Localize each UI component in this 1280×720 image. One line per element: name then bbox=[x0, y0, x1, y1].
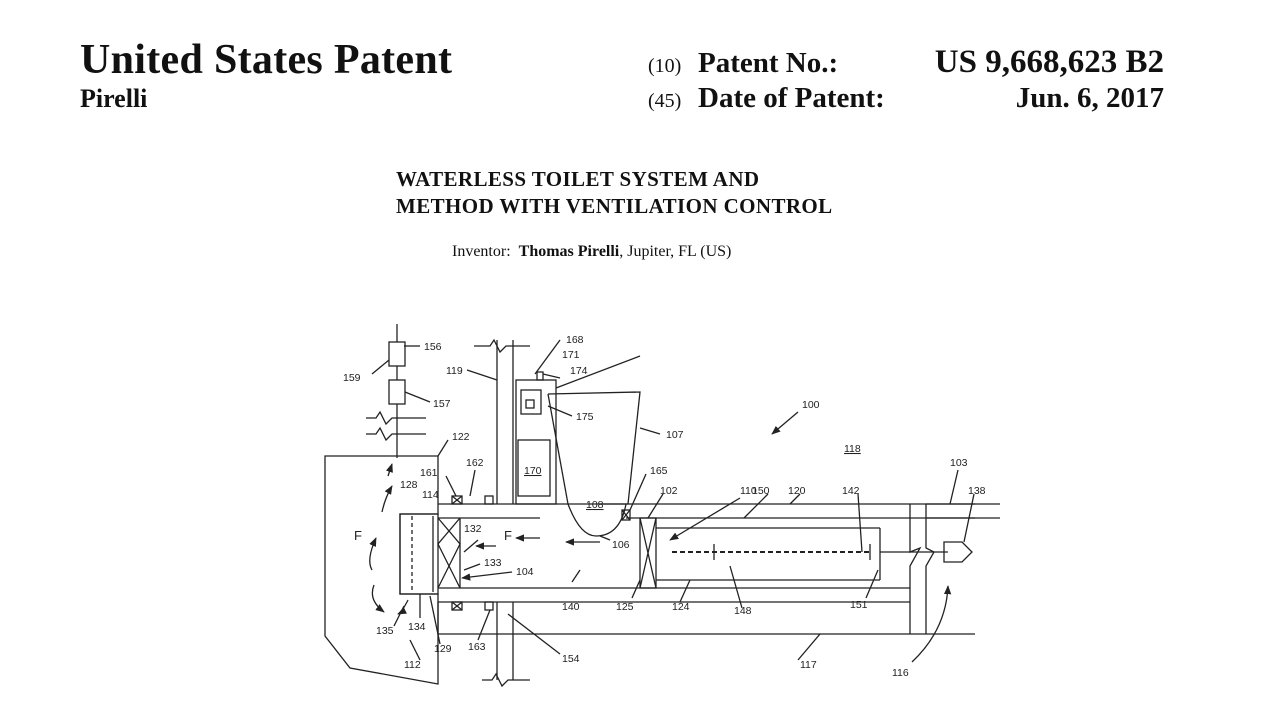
flow-label-f-tank: F bbox=[354, 528, 362, 543]
filter-159 bbox=[389, 342, 405, 366]
ref-128: 128 bbox=[400, 479, 418, 491]
ref-140: 140 bbox=[562, 601, 580, 613]
ref-112: 112 bbox=[404, 659, 421, 671]
inventor-line: Inventor: Thomas Pirelli, Jupiter, FL (US… bbox=[452, 243, 731, 261]
date-of-patent-row: (45) Date of Patent: Jun. 6, 2017 bbox=[648, 82, 1164, 118]
ref-102: 102 bbox=[660, 485, 678, 497]
ref-116: 116 bbox=[892, 667, 909, 679]
ref-168: 168 bbox=[566, 334, 584, 346]
ref-106: 106 bbox=[612, 539, 630, 551]
ref-103: 103 bbox=[950, 457, 968, 469]
ref-120: 120 bbox=[788, 485, 806, 497]
patent-number-code: (10) bbox=[648, 55, 698, 78]
ref-133: 133 bbox=[484, 557, 502, 569]
ref-104: 104 bbox=[516, 566, 534, 578]
inventor-name: Thomas Pirelli bbox=[519, 243, 620, 260]
ref-162: 162 bbox=[466, 457, 484, 469]
ref-117: 117 bbox=[800, 659, 817, 671]
ref-174: 174 bbox=[570, 365, 588, 377]
inventor-location: , Jupiter, FL (US) bbox=[619, 243, 731, 260]
ref-134: 134 bbox=[408, 621, 426, 633]
ref-171: 171 bbox=[562, 349, 580, 361]
date-value: Jun. 6, 2017 bbox=[1016, 82, 1164, 115]
ref-108: 108 bbox=[586, 499, 604, 511]
ref-170: 170 bbox=[524, 465, 542, 477]
date-code: (45) bbox=[648, 90, 698, 113]
ref-165: 165 bbox=[650, 465, 668, 477]
ref-138: 138 bbox=[968, 485, 986, 497]
ref-163: 163 bbox=[468, 641, 486, 653]
ref-100: 100 bbox=[802, 399, 820, 411]
ref-118: 118 bbox=[844, 443, 861, 455]
patent-office-title: United States Patent bbox=[80, 36, 452, 84]
end-cap-138 bbox=[944, 542, 972, 562]
ref-175: 175 bbox=[576, 411, 594, 423]
patent-number-value: US 9,668,623 B2 bbox=[935, 44, 1164, 81]
ref-151: 151 bbox=[850, 599, 868, 611]
ref-107: 107 bbox=[666, 429, 684, 441]
ref-114: 114 bbox=[422, 489, 439, 501]
ref-132: 132 bbox=[464, 523, 482, 535]
inventor-label: Inventor: bbox=[452, 243, 511, 260]
ref-122: 122 bbox=[452, 431, 470, 443]
invention-title-line-2: METHOD WITH VENTILATION CONTROL bbox=[396, 193, 833, 220]
ref-157: 157 bbox=[433, 398, 451, 410]
ref-129: 129 bbox=[434, 643, 452, 655]
ref-119: 119 bbox=[446, 365, 463, 377]
patent-drawing: 156 159 157 119 168 171 174 175 107 100 … bbox=[0, 300, 1280, 720]
ref-159: 159 bbox=[343, 372, 361, 384]
invention-title-line-1: WATERLESS TOILET SYSTEM AND bbox=[396, 166, 833, 193]
date-label: Date of Patent: bbox=[698, 82, 885, 115]
ref-124: 124 bbox=[672, 601, 690, 613]
flow-label-f-duct: F bbox=[504, 528, 512, 543]
patent-number-row: (10) Patent No.: US 9,668,623 B2 bbox=[648, 44, 1164, 80]
ref-135: 135 bbox=[376, 625, 394, 637]
patent-number-label: Patent No.: bbox=[698, 47, 838, 80]
filter-157 bbox=[389, 380, 405, 404]
ref-156: 156 bbox=[424, 341, 442, 353]
ref-148: 148 bbox=[734, 605, 752, 617]
ref-161: 161 bbox=[420, 467, 438, 479]
assignee-name: Pirelli bbox=[80, 84, 147, 114]
invention-title: WATERLESS TOILET SYSTEM AND METHOD WITH … bbox=[396, 166, 833, 220]
ref-154: 154 bbox=[562, 653, 580, 665]
ref-150: 150 bbox=[752, 485, 770, 497]
ref-142: 142 bbox=[842, 485, 860, 497]
ref-125: 125 bbox=[616, 601, 634, 613]
